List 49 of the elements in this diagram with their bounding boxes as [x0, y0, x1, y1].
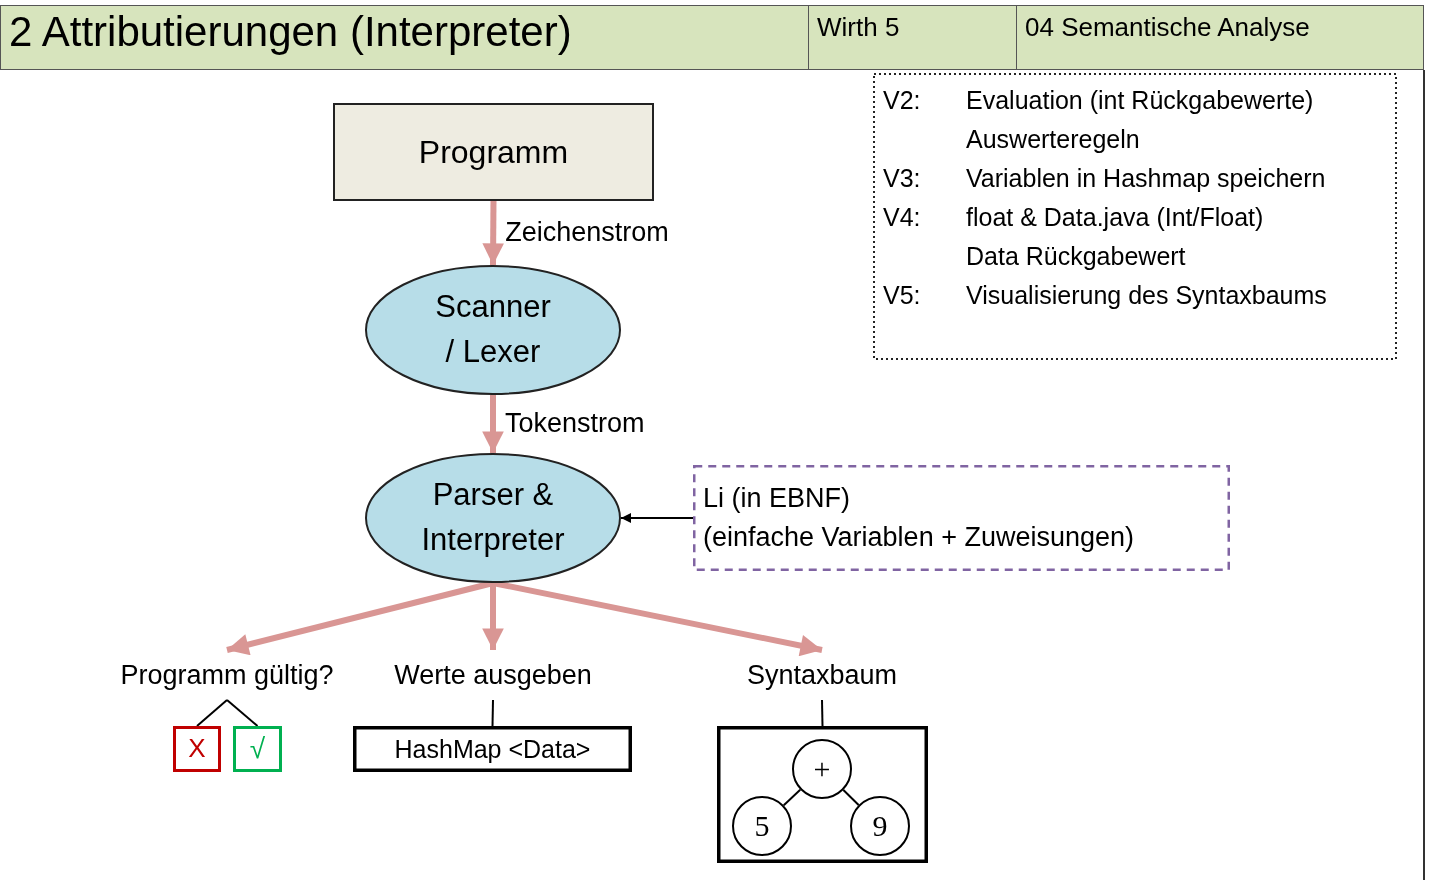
note-text: Variablen in Hashmap speichern — [966, 163, 1327, 194]
note-text: Visualisierung des Syntaxbaums — [966, 280, 1328, 311]
tree-node-label: + — [813, 751, 831, 788]
tree-node-circle — [850, 796, 910, 856]
header-cell: Wirth 5 — [808, 5, 1017, 70]
output-label: Werte ausgeben — [380, 650, 606, 700]
connector-line — [842, 789, 860, 806]
invalid-box — [173, 726, 221, 772]
node-label: Li (in EBNF) — [703, 481, 851, 515]
notes-box — [873, 73, 1397, 360]
page-title: 2 Attributierungen (Interpreter) — [0, 5, 809, 70]
valid-box — [233, 726, 282, 772]
process-ellipse — [365, 453, 621, 583]
node-label: Scanner / Lexer — [434, 288, 552, 371]
connector-line — [821, 699, 824, 727]
node-label: HashMap <Data> — [394, 733, 591, 765]
process-box — [333, 103, 654, 201]
node-label: √ — [249, 731, 266, 766]
tree-node-circle — [732, 796, 792, 856]
version-label: V4: — [883, 202, 922, 233]
arrow — [482, 395, 504, 453]
tree-box — [717, 726, 928, 863]
node-label: Programm — [418, 132, 569, 172]
node-description: (einfache Variablen + Zuweisungen) — [703, 521, 1134, 554]
note-text: Data Rückgabewert — [966, 241, 1187, 272]
tree-node-label: 5 — [754, 808, 770, 845]
note-text: float & Data.java (Int/Float) — [966, 202, 1265, 233]
header-cell: 04 Semantische Analyse — [1016, 5, 1424, 70]
arrow — [620, 513, 694, 523]
connector-line — [782, 788, 802, 807]
tree-node-label: 9 — [872, 808, 888, 845]
output-label: Syntaxbaum — [730, 650, 914, 700]
node-label: X — [188, 732, 206, 766]
connector-line — [491, 699, 494, 727]
data-box — [353, 726, 632, 772]
note-text: Evaluation (int Rückgabewerte) — [966, 85, 1315, 116]
arrow — [482, 200, 504, 266]
version-label: V5: — [883, 280, 922, 311]
tree-node-circle — [792, 739, 852, 799]
arrow — [482, 583, 504, 650]
connector-line — [226, 699, 259, 727]
process-ellipse — [365, 265, 621, 395]
connector-line — [196, 699, 228, 727]
node-label: Parser & Interpreter — [420, 476, 566, 559]
version-label: V3: — [883, 163, 922, 194]
input-box — [693, 465, 1230, 571]
version-label: V2: — [883, 85, 922, 116]
note-text: Auswerteregeln — [966, 124, 1141, 155]
output-label: Programm gültig? — [100, 650, 354, 700]
